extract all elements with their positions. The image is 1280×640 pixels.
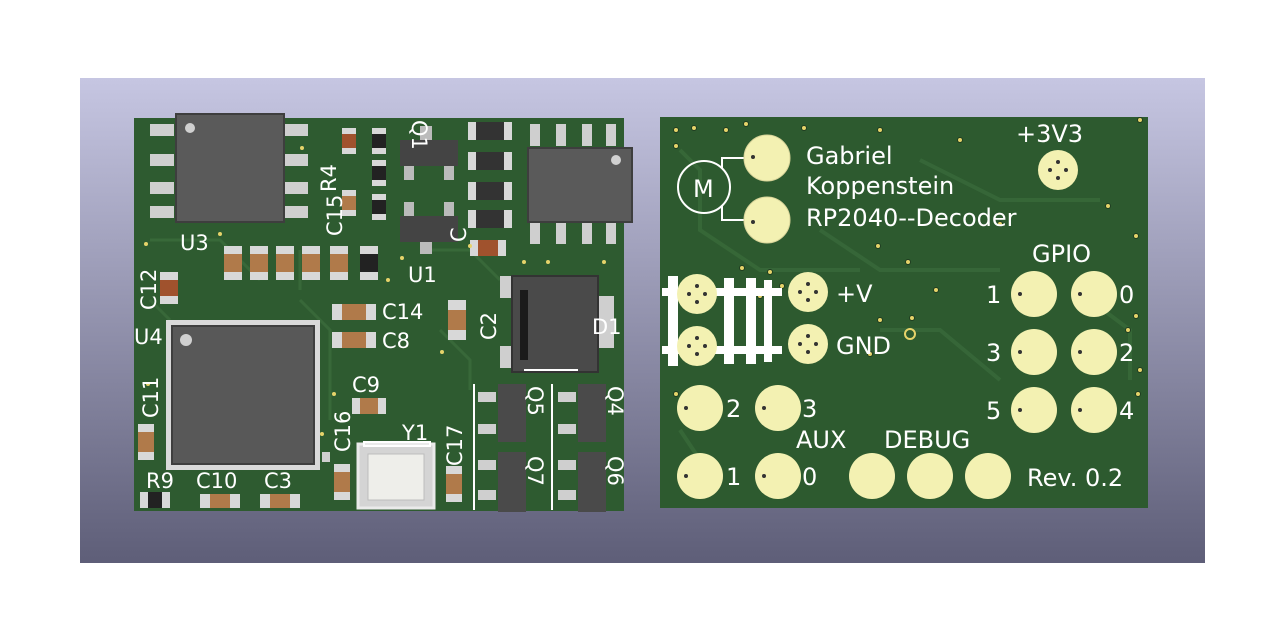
aux-pads [677, 385, 801, 499]
label-c10: C10 [196, 469, 237, 493]
plus-v-label: +V [836, 280, 873, 308]
debug-header-label: DEBUG [884, 426, 970, 454]
label-c8: C8 [382, 329, 410, 353]
motor-symbol-label: M [693, 175, 714, 203]
label-r9: R9 [146, 469, 174, 493]
diode-column [468, 122, 512, 256]
label-d1: D1 [592, 315, 622, 339]
top-side-board: U3 R4 C15 Q1 U1 C C12 C14 C8 C2 D1 U4 C1… [134, 113, 633, 512]
label-c9: C9 [352, 373, 380, 397]
aux-label-0: 0 [802, 463, 817, 491]
capacitor-row [160, 246, 378, 304]
label-q1: Q1 [407, 120, 431, 150]
label-c17: C17 [443, 425, 467, 466]
label-r4: R4 [317, 164, 341, 192]
project-name: RP2040--Decoder [806, 204, 1017, 232]
d1-package [500, 275, 614, 373]
gpio-pads [1011, 271, 1117, 433]
gnd-label: GND [836, 332, 891, 360]
label-u1: U1 [408, 263, 437, 287]
aux-label-3: 3 [802, 395, 817, 423]
track-rail-symbol [662, 274, 782, 366]
top-right-chip [527, 124, 633, 244]
author-first-name: Gabriel [806, 142, 893, 170]
u3-chip [150, 113, 308, 223]
label-u4: U4 [134, 325, 163, 349]
gpio-label-1: 1 [986, 281, 1001, 309]
label-c3: C3 [264, 469, 292, 493]
q1-u1-parts [400, 126, 458, 254]
bottom-left-parts [138, 424, 462, 508]
supply-3v3-label: +3V3 [1016, 120, 1083, 148]
debug-pads [849, 453, 1011, 499]
revision-label: Rev. 0.2 [1027, 464, 1123, 492]
aux-header-label: AUX [796, 426, 846, 454]
label-u3: U3 [180, 231, 209, 255]
top-small-parts [342, 128, 386, 220]
label-c14: C14 [382, 300, 423, 324]
label-q6: Q6 [603, 456, 627, 486]
author-last-name: Koppenstein [806, 172, 954, 200]
power-pads [788, 272, 828, 364]
label-q7: Q7 [523, 456, 547, 486]
gpio-label-2: 2 [1119, 339, 1134, 367]
gpio-label-4: 4 [1119, 397, 1134, 425]
gpio-label-5: 5 [986, 397, 1001, 425]
gpio-label-0: 0 [1119, 281, 1134, 309]
bottom-side-board: M Gabriel Koppenstein RP2040--Decoder +3… [660, 117, 1148, 508]
label-c-partial: C [447, 227, 471, 242]
label-c11: C11 [139, 377, 163, 418]
gpio-header-label: GPIO [1032, 240, 1091, 268]
motor-pad-b [743, 196, 791, 244]
label-c15: C15 [323, 195, 347, 236]
c14-c8-parts [332, 300, 466, 414]
label-q5: Q5 [523, 386, 547, 416]
u4-rp2040-chip [166, 320, 320, 470]
label-c12: C12 [137, 269, 161, 310]
label-c2: C2 [477, 312, 501, 340]
aux-label-1: 1 [726, 463, 741, 491]
transistor-block [478, 384, 606, 512]
gpio-label-3: 3 [986, 339, 1001, 367]
label-q4: Q4 [603, 386, 627, 416]
supply-3v3-pad [1038, 150, 1078, 190]
y1-crystal [356, 442, 436, 510]
label-c16: C16 [331, 411, 355, 452]
aux-label-2: 2 [726, 395, 741, 423]
motor-pad-a [743, 134, 791, 182]
